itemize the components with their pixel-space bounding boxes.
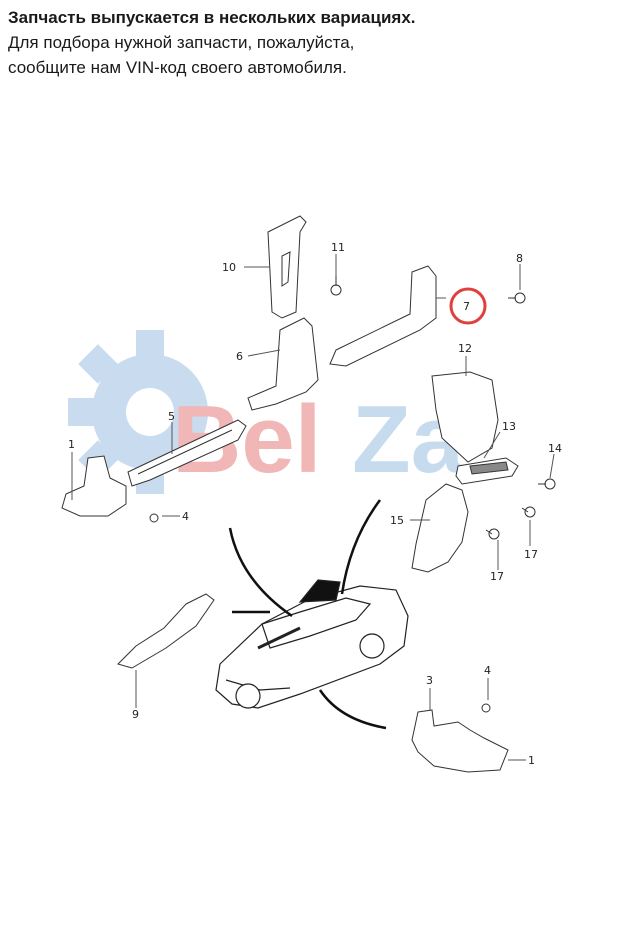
watermark-text-red: Bel [172, 386, 321, 493]
part-6-lower-trim [247, 317, 319, 411]
callout-labels: 10 11 8 7 6 12 5 13 1 14 4 15 17 17 9 3 … [68, 241, 562, 767]
callout-12: 12 [458, 342, 472, 355]
callout-15: 15 [390, 514, 404, 527]
callout-6: 6 [236, 350, 243, 363]
callout-10: 10 [222, 261, 236, 274]
callout-14: 14 [548, 442, 562, 455]
notice-line-3: сообщите нам VIN-код своего автомобиля. [8, 58, 347, 77]
callout-5: 5 [168, 410, 175, 423]
callout-9: 9 [132, 708, 139, 721]
notice-line-2: Для подбора нужной запчасти, пожалуйста, [8, 33, 355, 52]
callout-1-right: 1 [528, 754, 535, 767]
part-10-pillar-trim [267, 215, 307, 319]
callout-4-right: 4 [484, 664, 491, 677]
pointer-lines [228, 499, 387, 730]
part-5-scuff-plate [127, 419, 247, 487]
part-12-quarter-trim [431, 371, 499, 463]
part-7-scuff-plate [329, 265, 437, 367]
notice-title: Запчасть выпускается в нескольких вариац… [8, 8, 416, 27]
part-15-c-pillar [411, 483, 469, 573]
watermark: Bel Za [68, 330, 465, 494]
highlight-ring [449, 287, 487, 325]
callout-4-left: 4 [182, 510, 189, 523]
callout-11: 11 [331, 241, 345, 254]
vin-notice: Запчасть выпускается в нескольких вариац… [8, 6, 614, 80]
part-1-right-kick-panel [411, 709, 509, 773]
callout-8: 8 [516, 252, 523, 265]
part-9-a-pillar [117, 593, 215, 669]
callout-3: 3 [426, 674, 433, 687]
callout-17-lower: 17 [490, 570, 504, 583]
callout-1-left: 1 [68, 438, 75, 451]
car-illustration [215, 579, 409, 709]
parts [61, 215, 556, 773]
callout-7: 7 [463, 300, 470, 313]
callout-17-upper: 17 [524, 548, 538, 561]
callout-leaders [71, 254, 555, 761]
callout-13: 13 [502, 420, 516, 433]
